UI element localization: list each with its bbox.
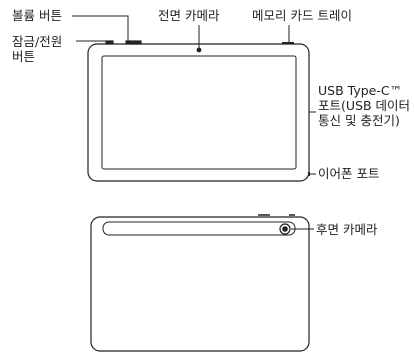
tablet-back-view bbox=[90, 214, 310, 352]
callout-lines-front bbox=[72, 15, 316, 175]
tablet-front-body bbox=[87, 43, 310, 182]
power-button-label: 잠금/전원 버튼 bbox=[12, 34, 63, 64]
power-button-shape bbox=[105, 40, 114, 45]
rear-camera-label: 후면 카메라 bbox=[316, 222, 378, 237]
tablet-screen bbox=[101, 55, 297, 170]
earphone-port-label: 이어폰 포트 bbox=[318, 166, 380, 181]
tablet-front-view bbox=[87, 40, 310, 182]
front-camera-label: 전면 카메라 bbox=[158, 8, 220, 23]
rear-camera-lens-outer bbox=[279, 223, 291, 235]
tablet-back-body bbox=[90, 216, 310, 352]
volume-callout bbox=[72, 15, 129, 41]
rear-camera-bump bbox=[102, 221, 296, 236]
volume-button-label: 볼륨 버튼 bbox=[12, 8, 62, 23]
volume-button-shape bbox=[125, 40, 142, 45]
front-camera-dot bbox=[196, 47, 202, 53]
usb-port-label: USB Type-C™ 포트(USB 데이터 통신 및 충전기) bbox=[318, 83, 411, 128]
memory-card-tray-label: 메모리 카드 트레이 bbox=[252, 8, 352, 23]
rear-camera-lens-inner bbox=[282, 226, 288, 232]
